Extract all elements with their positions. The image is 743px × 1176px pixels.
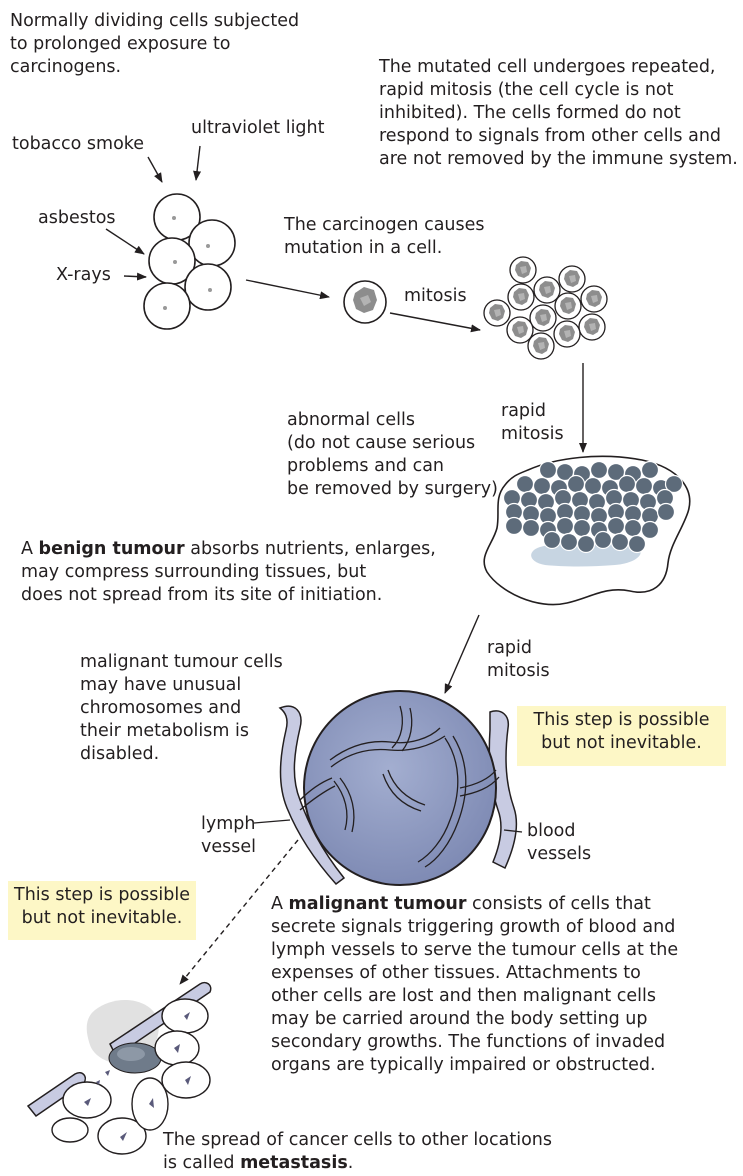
tumour-cell — [523, 520, 540, 537]
tumour-cell — [642, 522, 659, 539]
repeated-mitosis-note: The mutated cell undergoes repeated, rap… — [379, 56, 738, 171]
tumour-cell — [625, 520, 642, 537]
tumour-cell — [506, 518, 523, 535]
rapid-mitosis-label-1: rapid mitosis — [501, 400, 564, 446]
benign-tumour — [484, 456, 689, 604]
mutated-cell — [344, 281, 386, 323]
tumour-cell — [568, 476, 585, 493]
uv-arrow — [196, 146, 200, 180]
tumour-cell — [517, 476, 534, 493]
tumour-cell — [578, 536, 595, 553]
normal-cell — [189, 220, 235, 266]
asbestos-label: asbestos — [38, 207, 116, 230]
tobacco-label: tobacco smoke — [12, 133, 144, 156]
blood-vessels-label: blood vessels — [527, 820, 591, 866]
possible-callout-2: This step is possible but not inevitable… — [8, 881, 196, 940]
malignant-tumour-note: A malignant tumour consists of cells tha… — [271, 893, 678, 1077]
to-mutated-arrow — [246, 280, 329, 297]
tumour-cell — [642, 462, 659, 479]
tumour-cell — [591, 462, 608, 479]
tumour-cell — [534, 478, 551, 495]
possible-callout-1: This step is possible but not inevitable… — [517, 706, 726, 766]
tumour-cell — [658, 504, 675, 521]
mutation-note: The carcinogen causes mutation in a cell… — [284, 214, 485, 260]
rapid-mitosis-arrow-2 — [445, 615, 479, 693]
xrays-arrow — [124, 276, 146, 277]
dividing-cells-cluster — [484, 257, 607, 359]
normal-cell — [144, 283, 190, 329]
tumour-cell — [595, 532, 612, 549]
normal-cell — [185, 264, 231, 310]
malignant-tumour-term: malignant tumour — [289, 894, 467, 914]
tobacco-arrow — [148, 157, 162, 182]
tumour-cell — [619, 476, 636, 493]
xrays-label: X-rays — [56, 264, 111, 287]
tumour-cell — [612, 534, 629, 551]
tumour-cell — [540, 462, 557, 479]
tumour-cell — [544, 532, 561, 549]
lymph-vessel-label: lymph vessel — [201, 813, 256, 859]
intro-text: Normally dividing cells subjected to pro… — [10, 10, 299, 79]
mitosis-label: mitosis — [404, 285, 467, 308]
uv-label: ultraviolet light — [191, 117, 325, 140]
asbestos-arrow — [106, 229, 144, 254]
metastasis-term: metastasis — [240, 1153, 348, 1173]
rapid-mitosis-label-2: rapid mitosis — [487, 637, 550, 683]
malignant-tumour — [254, 691, 522, 885]
tumour-cell — [608, 518, 625, 535]
abnormal-cells-note: abnormal cells (do not cause serious pro… — [287, 409, 498, 501]
metastasis-note: The spread of cancer cells to other loca… — [163, 1129, 552, 1175]
benign-tumour-term: benign tumour — [39, 539, 185, 559]
mitosis-arrow — [390, 313, 480, 330]
tumour-cell — [636, 478, 653, 495]
benign-tumour-note: A benign tumour absorbs nutrients, enlar… — [21, 538, 436, 607]
tumour-cell — [629, 536, 646, 553]
lymph-leader — [254, 820, 290, 823]
tumour-cell — [557, 518, 574, 535]
tumour-cell — [574, 520, 591, 537]
normal-cells-cluster — [144, 194, 235, 329]
malignant-cells-note: malignant tumour cells may have unusual … — [80, 651, 283, 766]
tumour-cell — [561, 534, 578, 551]
tumour-cell — [585, 478, 602, 495]
